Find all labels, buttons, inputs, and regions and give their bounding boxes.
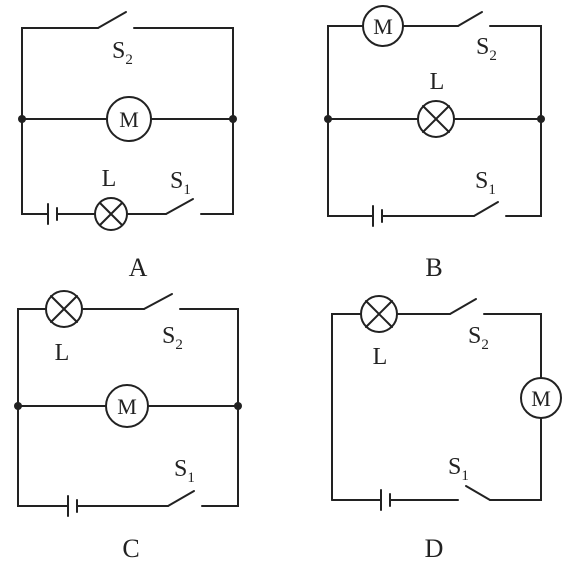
switch-label-s2-b: S2 [476,34,497,64]
junction-b-right [537,115,545,123]
lamp-c [45,290,83,328]
motor-a [106,96,152,142]
lamp-label-a: L [102,166,117,192]
switch-label-s2-d: S2 [468,323,489,353]
switch-s2-a [97,11,127,29]
circuit-d: M L S2 S1 D [331,295,562,563]
lamp-a [94,197,128,231]
switch-s1-a [165,198,194,215]
switch-s2-c [143,293,173,310]
motor-label-d: M [531,386,551,411]
switch-label-s1-a: S1 [170,168,191,198]
panel-label-d: D [425,534,444,563]
lamp-label-d: L [373,344,388,370]
panel-label-c: C [122,534,139,563]
switch-label-s1-d: S1 [448,454,469,484]
switch-s2-d [449,298,477,315]
circuit-b: M S2 L S1 B [324,5,545,282]
switch-label-s2-c: S2 [162,323,183,353]
lamp-d [360,295,398,333]
motor-label-b: M [373,14,393,39]
junction-a-left [18,115,26,123]
switch-s1-b [473,201,499,217]
junction-c-left [14,402,22,410]
motor-label-a: M [119,107,139,132]
switch-s1-d [465,485,491,501]
motor-label-c: M [117,394,137,419]
circuit-c: M L S2 S1 C [14,290,242,563]
lamp-b [417,100,455,138]
junction-b-left [324,115,332,123]
lamp-label-b: L [430,69,445,95]
switch-label-s1-c: S1 [174,456,195,486]
switch-s2-b [457,11,483,27]
switch-label-s2-a: S2 [112,38,133,68]
panel-label-a: A [129,253,148,282]
panel-label-b: B [425,253,442,282]
switch-label-s1-b: S1 [475,168,496,198]
junction-c-right [234,402,242,410]
circuit-a: M S2 L S1 A [18,11,237,282]
switch-s1-c [167,490,195,507]
lamp-label-c: L [55,340,70,366]
junction-a-right [229,115,237,123]
